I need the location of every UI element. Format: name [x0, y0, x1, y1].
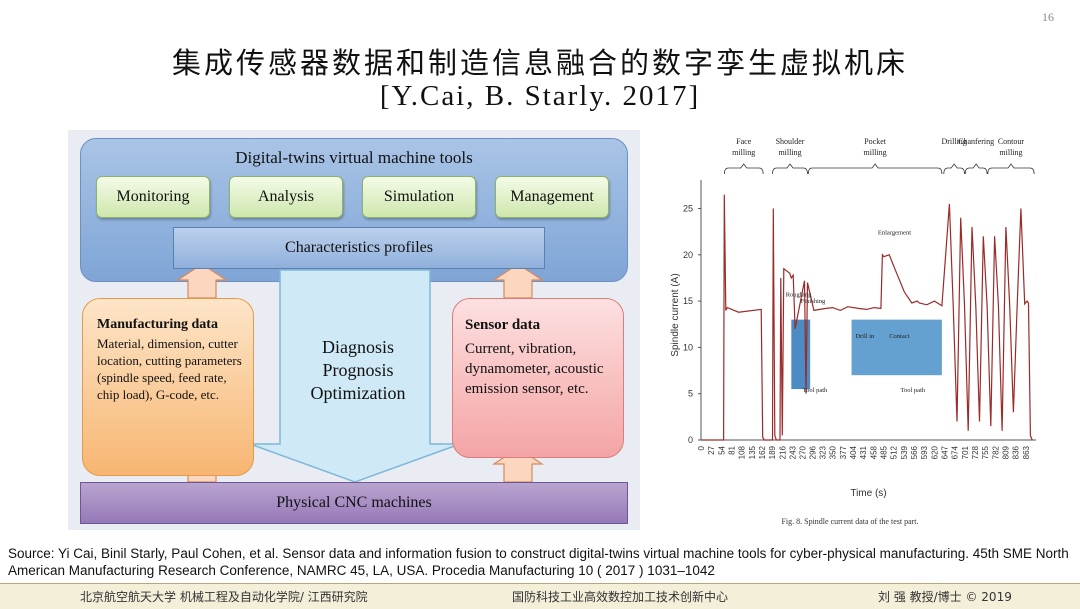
phase-brace	[807, 163, 943, 175]
x-tick-label: 162	[758, 445, 767, 459]
phase-brace	[943, 163, 965, 175]
phase-label: milling	[778, 148, 801, 157]
y-tick-label: 5	[688, 389, 693, 399]
sensor-data-heading: Sensor data	[465, 317, 541, 333]
x-tick-label: 728	[971, 445, 980, 459]
x-tick-label: 135	[748, 445, 757, 459]
phase-label: milling	[864, 148, 887, 157]
x-tick-label: 593	[920, 445, 929, 459]
phase-brace	[723, 163, 764, 175]
x-tick-label: 566	[910, 445, 919, 459]
phase-label: Contour	[998, 137, 1025, 146]
chart-annotation: Contact	[889, 333, 909, 340]
x-tick-label: 539	[900, 445, 909, 459]
manufacturing-data-box: Manufacturing data Material, dimension, …	[82, 298, 254, 476]
x-tick-label: 485	[880, 445, 889, 459]
up-arrow-right-top	[492, 263, 544, 299]
x-tick-label: 404	[849, 445, 858, 459]
phase-label: Drilling	[941, 137, 966, 146]
x-tick-label: 701	[961, 445, 970, 459]
chart-annotation: Roughing	[786, 291, 812, 298]
phase-brace	[964, 163, 988, 175]
chart-annotation: Tool path	[900, 387, 925, 394]
prognosis-label: Prognosis	[322, 360, 394, 380]
x-tick-label: 863	[1022, 445, 1031, 459]
chart-annotation: Drill in	[855, 333, 875, 340]
central-down-arrow	[249, 269, 461, 483]
manufacturing-data-heading: Manufacturing data	[97, 317, 218, 332]
y-tick-label: 0	[688, 435, 693, 445]
x-tick-label: 809	[1002, 445, 1011, 459]
phase-label: Face	[736, 137, 752, 146]
sensor-data-box: Sensor data Current, vibration, dynamome…	[452, 298, 624, 458]
x-tick-label: 270	[799, 445, 808, 459]
optimization-label: Optimization	[310, 383, 406, 403]
footer-center: 国防科技工业高效数控加工技术创新中心	[512, 590, 729, 604]
footer-left: 北京航空航天大学 机械工程及自动化学院/ 江西研究院	[80, 590, 368, 604]
phase-label: milling	[999, 148, 1022, 157]
x-tick-label: 620	[930, 445, 939, 459]
x-tick-label: 674	[951, 445, 960, 459]
y-tick-label: 25	[683, 204, 693, 214]
x-tick-label: 512	[890, 445, 899, 459]
characteristics-profiles: Characteristics profiles	[173, 227, 545, 269]
x-tick-label: 243	[788, 445, 797, 459]
footer-bar: 北京航空航天大学 机械工程及自动化学院/ 江西研究院 国防科技工业高效数控加工技…	[0, 583, 1080, 609]
diagnosis-label: Diagnosis	[322, 337, 394, 357]
phase-brace	[987, 163, 1035, 175]
chart-annotation: Finishing	[801, 298, 826, 305]
slide-title: 集成传感器数据和制造信息融合的数字孪生虚拟机床	[171, 46, 908, 80]
up-arrow-left-top	[176, 263, 228, 299]
y-axis-label: Spindle current (A)	[670, 273, 681, 356]
manufacturing-data-body: Material, dimension, cutter location, cu…	[97, 336, 242, 402]
x-tick-label: 647	[941, 445, 950, 459]
x-tick-label: 27	[707, 445, 716, 454]
x-tick-label: 458	[869, 445, 878, 459]
x-tick-label: 108	[738, 445, 747, 459]
chart-annotation: Tool path	[803, 387, 828, 394]
physical-cnc-machines: Physical CNC machines	[80, 482, 628, 524]
architecture-diagram: Digital-twins virtual machine tools Moni…	[68, 130, 640, 530]
x-axis-label: Time (s)	[850, 488, 886, 499]
x-tick-label: 782	[991, 445, 1000, 459]
x-tick-label: 81	[727, 445, 736, 454]
inset-pocket	[851, 319, 942, 376]
source-citation: Source: Yi Cai, Binil Starly, Paul Cohen…	[8, 546, 1069, 578]
x-tick-label: 323	[819, 445, 828, 459]
module-management: Management	[495, 176, 609, 218]
x-tick-label: 431	[859, 445, 868, 459]
diagnosis-text-block: Diagnosis Prognosis Optimization	[288, 336, 428, 405]
module-monitoring: Monitoring	[96, 176, 210, 218]
phase-label: milling	[732, 148, 755, 157]
phase-label: Chanfering	[958, 137, 994, 146]
spindle-current-line	[701, 194, 1033, 441]
phase-label: Pocket	[864, 137, 887, 146]
x-tick-label: 836	[1012, 445, 1021, 459]
x-tick-label: 189	[768, 445, 777, 459]
phase-brace	[772, 163, 808, 175]
y-tick-label: 10	[683, 342, 693, 352]
sensor-data-body: Current, vibration, dynamometer, acousti…	[465, 341, 604, 397]
x-tick-label: 216	[778, 445, 787, 459]
footer-right: 刘 强 教授/博士 © 2019	[878, 590, 1012, 604]
phase-label: Shoulder	[776, 137, 805, 146]
x-tick-label: 755	[981, 445, 990, 459]
chart-caption: Fig. 8. Spindle current data of the test…	[781, 517, 919, 526]
module-simulation: Simulation	[362, 176, 476, 218]
x-tick-label: 54	[717, 445, 726, 454]
digital-twin-title: Digital-twins virtual machine tools	[235, 148, 473, 167]
chart-annotation: Enlargement	[878, 229, 911, 236]
x-tick-label: 350	[829, 445, 838, 459]
page-number: 16	[1042, 10, 1054, 24]
slide-subtitle: [Y.Cai, B. Starly. 2017]	[379, 80, 701, 112]
x-tick-label: 0	[697, 445, 706, 450]
y-tick-label: 15	[683, 296, 693, 306]
y-tick-label: 20	[683, 250, 693, 260]
module-analysis: Analysis	[229, 176, 343, 218]
x-tick-label: 296	[808, 445, 817, 459]
x-tick-label: 377	[839, 445, 848, 459]
